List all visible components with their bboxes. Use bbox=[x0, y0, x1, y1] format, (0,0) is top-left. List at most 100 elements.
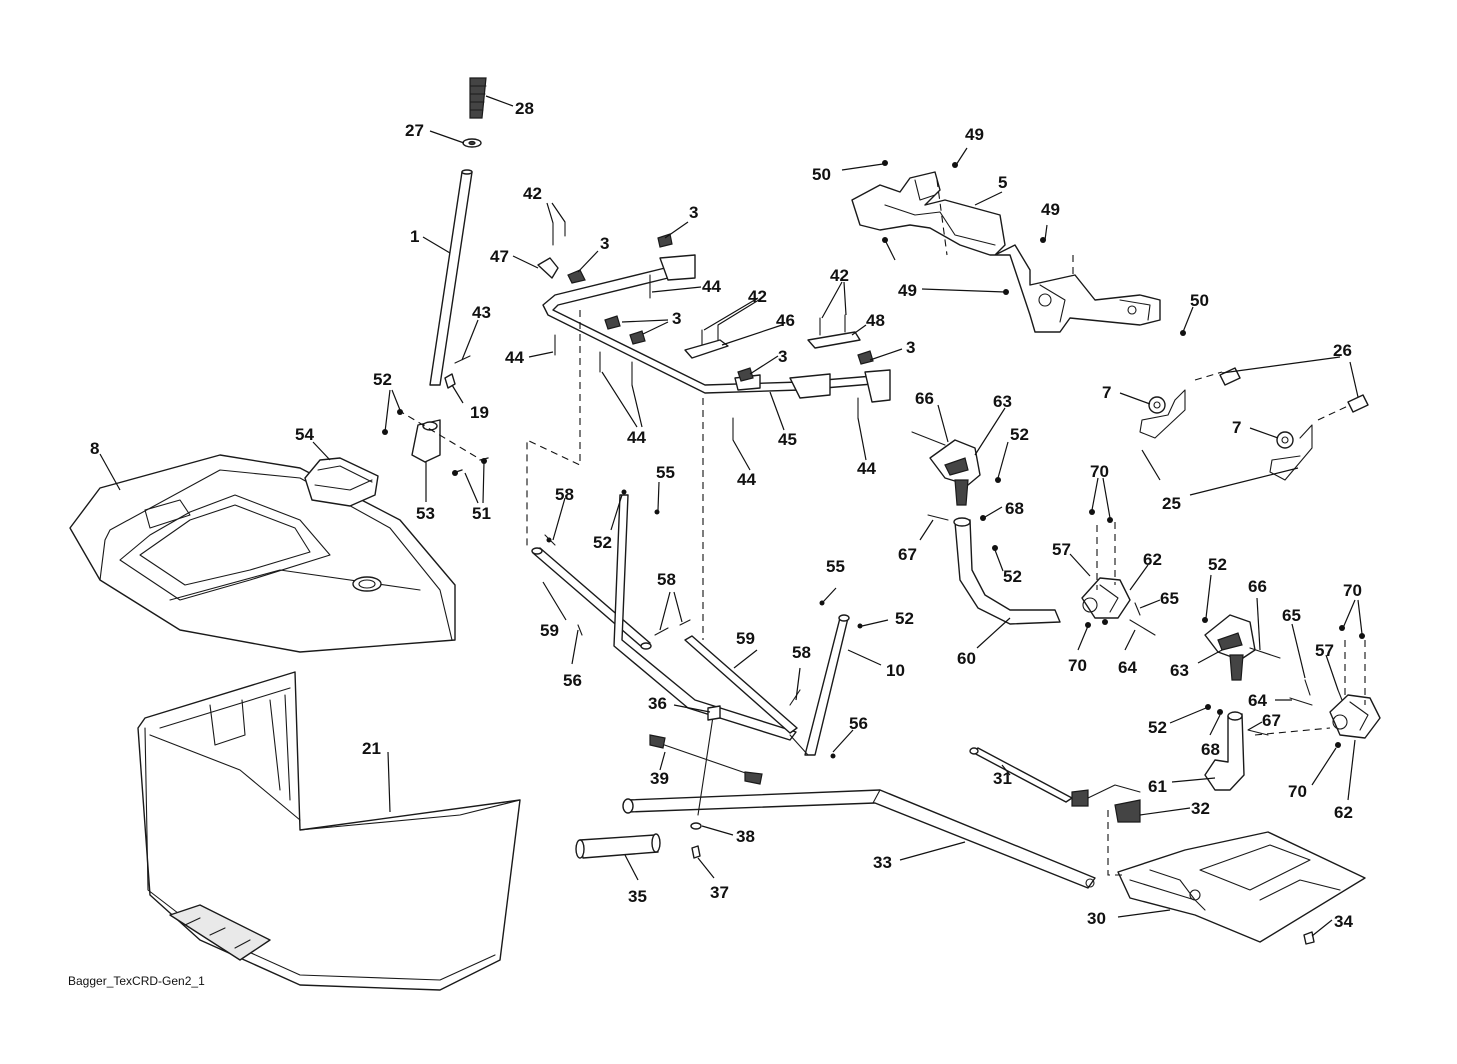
callout-59-a: 59 bbox=[540, 621, 559, 640]
callout-64-a: 64 bbox=[1118, 658, 1137, 677]
callout-3-a: 3 bbox=[689, 203, 698, 222]
callout-56-b: 56 bbox=[849, 714, 868, 733]
callout-65-b: 65 bbox=[1282, 606, 1301, 625]
callout-33: 33 bbox=[873, 853, 892, 872]
callout-45: 45 bbox=[778, 430, 797, 449]
callout-46: 46 bbox=[776, 311, 795, 330]
callout-49-b: 49 bbox=[1041, 200, 1060, 219]
callout-44-d: 44 bbox=[857, 459, 876, 478]
part-lever-bracket bbox=[851, 160, 1186, 336]
callout-leaders bbox=[99, 95, 1363, 937]
callout-52-d: 52 bbox=[1208, 555, 1227, 574]
callout-56-a: 56 bbox=[563, 671, 582, 690]
callout-43: 43 bbox=[472, 303, 491, 322]
callout-38: 38 bbox=[736, 827, 755, 846]
callout-49-a: 49 bbox=[965, 125, 984, 144]
callout-52-g: 52 bbox=[895, 609, 914, 628]
callout-36: 36 bbox=[648, 694, 667, 713]
part-lever-arm-lower bbox=[1204, 704, 1269, 791]
callout-58-a: 58 bbox=[555, 485, 574, 504]
part-bagger-cover bbox=[69, 454, 456, 653]
callout-50-b: 50 bbox=[1190, 291, 1209, 310]
callout-67-a: 67 bbox=[898, 545, 917, 564]
part-lift-rod bbox=[429, 77, 487, 386]
diagram-caption: Bagger_TexCRD-Gen2_1 bbox=[68, 974, 205, 988]
callout-60: 60 bbox=[957, 649, 976, 668]
callout-57-b: 57 bbox=[1315, 641, 1334, 660]
callout-65-a: 65 bbox=[1160, 589, 1179, 608]
callout-51: 51 bbox=[472, 504, 491, 523]
callout-27: 27 bbox=[405, 121, 424, 140]
callout-61: 61 bbox=[1148, 777, 1167, 796]
assembly-guide-lines bbox=[397, 179, 1366, 876]
callout-70-c: 70 bbox=[1343, 581, 1362, 600]
callout-31: 31 bbox=[993, 769, 1012, 788]
callout-5: 5 bbox=[998, 173, 1007, 192]
callout-52-f: 52 bbox=[593, 533, 612, 552]
callout-42-c: 42 bbox=[830, 266, 849, 285]
part-adjuster-knob-lower bbox=[1202, 614, 1281, 681]
callout-8: 8 bbox=[90, 439, 99, 458]
part-sleeve bbox=[575, 833, 661, 859]
callout-49-c: 49 bbox=[898, 281, 917, 300]
callout-19: 19 bbox=[470, 403, 489, 422]
callout-3-d: 3 bbox=[778, 347, 787, 366]
callout-30: 30 bbox=[1087, 909, 1106, 928]
callout-66-b: 66 bbox=[1248, 577, 1267, 596]
callout-64-b: 64 bbox=[1248, 691, 1267, 710]
callout-62-a: 62 bbox=[1143, 550, 1162, 569]
callout-68-a: 68 bbox=[1005, 499, 1024, 518]
callout-48: 48 bbox=[866, 311, 885, 330]
callout-44-b: 44 bbox=[505, 348, 524, 367]
callout-50-a: 50 bbox=[812, 165, 831, 184]
callout-47: 47 bbox=[490, 247, 509, 266]
part-pin-spring bbox=[969, 747, 1141, 823]
callout-66-a: 66 bbox=[915, 389, 934, 408]
callout-52-c: 52 bbox=[1003, 567, 1022, 586]
callout-62-b: 62 bbox=[1334, 803, 1353, 822]
callout-21: 21 bbox=[362, 739, 381, 758]
callout-25: 25 bbox=[1162, 494, 1181, 513]
callout-59-b: 59 bbox=[736, 629, 755, 648]
part-axle-rod bbox=[622, 789, 1096, 889]
part-link-rods bbox=[531, 489, 863, 759]
callout-42-a: 42 bbox=[523, 184, 542, 203]
callout-70-d: 70 bbox=[1288, 782, 1307, 801]
part-bag bbox=[137, 671, 521, 991]
callout-63-a: 63 bbox=[993, 392, 1012, 411]
callout-63-b: 63 bbox=[1170, 661, 1189, 680]
callout-57-a: 57 bbox=[1052, 540, 1071, 559]
part-spring-assembly bbox=[649, 705, 763, 859]
callout-3-e: 3 bbox=[906, 338, 915, 357]
callout-70-a: 70 bbox=[1090, 462, 1109, 481]
callout-58-b: 58 bbox=[657, 570, 676, 589]
callout-39: 39 bbox=[650, 769, 669, 788]
callout-52-b: 52 bbox=[1010, 425, 1029, 444]
part-pivot-lower bbox=[1289, 625, 1381, 748]
part-adjuster-knob-upper bbox=[911, 431, 1001, 506]
callout-53: 53 bbox=[416, 504, 435, 523]
callout-3-b: 3 bbox=[600, 234, 609, 253]
callout-labels: 28 27 1 43 19 52 53 51 54 8 21 42 47 3 3… bbox=[90, 99, 1362, 931]
callout-7-b: 7 bbox=[1232, 418, 1241, 437]
callout-52-e: 52 bbox=[1148, 718, 1167, 737]
callout-1: 1 bbox=[410, 227, 419, 246]
callout-42-b: 42 bbox=[748, 287, 767, 306]
callout-3-c: 3 bbox=[672, 309, 681, 328]
part-pivot-upper bbox=[1081, 509, 1156, 636]
callout-58-c: 58 bbox=[792, 643, 811, 662]
callout-55-a: 55 bbox=[656, 463, 675, 482]
part-lift-frame bbox=[537, 221, 891, 441]
callout-44-c: 44 bbox=[627, 428, 646, 447]
callout-28: 28 bbox=[515, 99, 534, 118]
callout-10: 10 bbox=[886, 661, 905, 680]
part-lever-arm bbox=[927, 514, 1061, 625]
part-handle bbox=[304, 457, 379, 507]
callout-7-a: 7 bbox=[1102, 383, 1111, 402]
callout-32: 32 bbox=[1191, 799, 1210, 818]
callout-37: 37 bbox=[710, 883, 729, 902]
callout-70-b: 70 bbox=[1068, 656, 1087, 675]
callout-44-e: 44 bbox=[737, 470, 756, 489]
part-latch-wire bbox=[1139, 367, 1369, 481]
